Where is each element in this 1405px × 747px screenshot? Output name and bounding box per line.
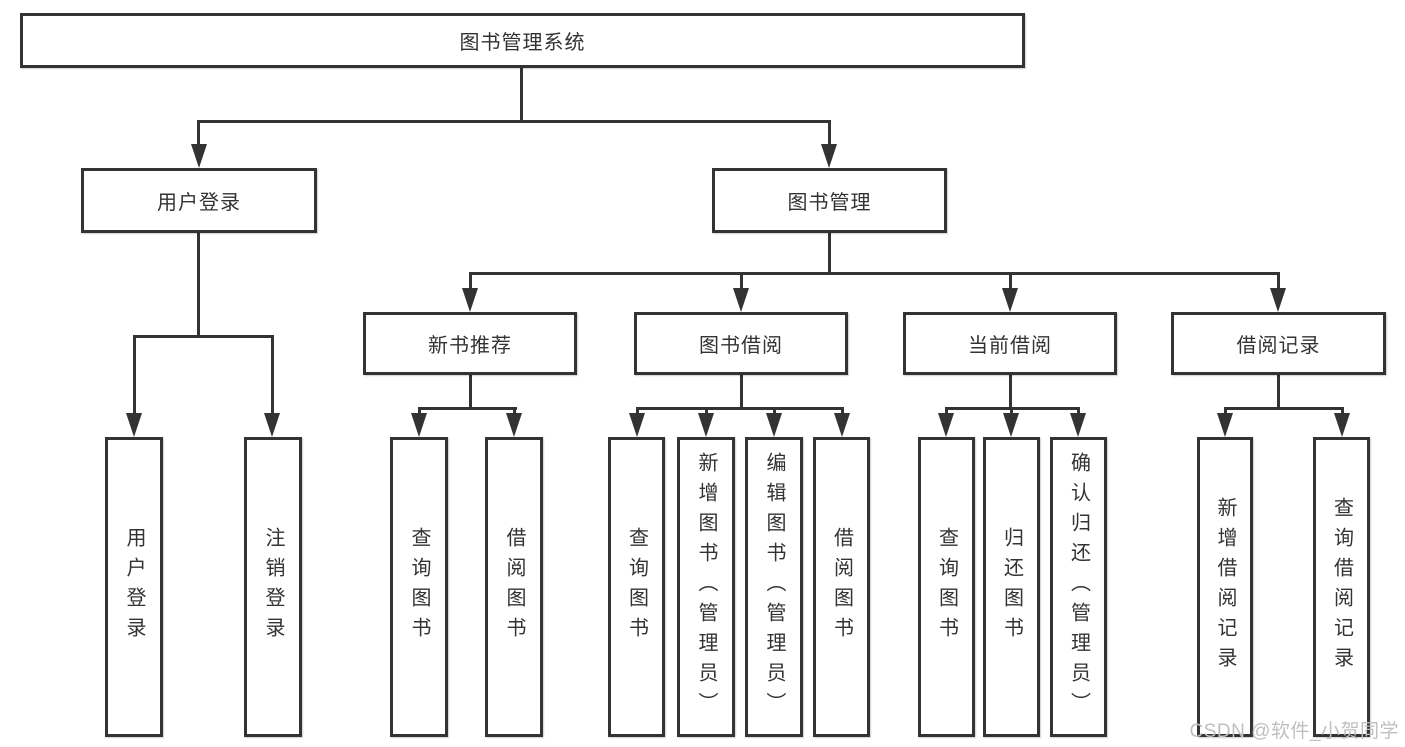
leaf-query-books-borrow: 查询图书 (608, 437, 665, 737)
connector-line (828, 233, 831, 275)
leaf-query-borrow-record: 查询借阅记录 (1313, 437, 1370, 737)
connector-line (271, 335, 274, 415)
leaf-borrow-books: 借阅图书 (813, 437, 870, 737)
connector-line (520, 68, 523, 122)
arrowhead-down-icon (126, 413, 142, 437)
arrowhead-down-icon (411, 413, 427, 437)
connector-line (513, 407, 516, 417)
connector-line (636, 407, 844, 410)
connector-line (133, 335, 274, 338)
leaf-add-borrow-record-label: 新增借阅记录 (1214, 497, 1236, 677)
arrowhead-down-icon (733, 288, 749, 312)
leaf-confirm-return-admin-label: 确认归还（管理员） (1067, 452, 1090, 722)
node-borrow-records: 借阅记录 (1171, 312, 1386, 375)
connector-line (418, 407, 421, 417)
leaf-borrow-books-recommend-label: 借阅图书 (503, 527, 525, 647)
connector-line (1077, 407, 1080, 417)
connector-line (1224, 407, 1227, 417)
leaf-borrow-books-recommend: 借阅图书 (485, 437, 543, 737)
node-root-label: 图书管理系统 (459, 32, 586, 54)
leaf-borrow-books-label: 借阅图书 (830, 527, 853, 647)
connector-line (740, 375, 743, 410)
node-new-book-recommend: 新书推荐 (363, 312, 577, 375)
connector-line (740, 272, 743, 292)
connector-line (469, 272, 472, 292)
node-user-login: 用户登录 (81, 168, 317, 233)
leaf-edit-books-admin: 编辑图书（管理员） (745, 437, 803, 737)
leaf-logout-label: 注销登录 (262, 527, 284, 647)
leaf-add-books-admin: 新增图书（管理员） (677, 437, 735, 737)
connector-line (469, 375, 472, 410)
connector-line (1277, 375, 1280, 410)
connector-line (133, 335, 136, 415)
node-book-management: 图书管理 (712, 168, 947, 233)
connector-line (197, 233, 200, 338)
arrowhead-down-icon (698, 413, 714, 437)
node-borrow-records-label: 借阅记录 (1236, 335, 1321, 357)
arrowhead-down-icon (264, 413, 280, 437)
leaf-query-books-borrow-label: 查询图书 (625, 527, 648, 647)
node-book-borrow-label: 图书借阅 (699, 335, 783, 357)
node-book-borrow: 图书借阅 (634, 312, 848, 375)
connector-line (418, 407, 517, 410)
leaf-user-login-label: 用户登录 (123, 527, 145, 647)
leaf-query-books-current-label: 查询图书 (935, 527, 958, 647)
leaf-query-books-recommend: 查询图书 (390, 437, 448, 737)
arrowhead-down-icon (191, 144, 207, 168)
watermark: CSDN @软件_小贺同学 (1189, 721, 1399, 742)
arrowhead-down-icon (1334, 413, 1350, 437)
arrowhead-down-icon (938, 413, 954, 437)
connector-line (198, 120, 831, 123)
arrowhead-down-icon (1270, 288, 1286, 312)
arrowhead-down-icon (629, 413, 645, 437)
connector-line (828, 120, 831, 148)
connector-line (841, 407, 844, 417)
node-book-management-label: 图书管理 (787, 192, 872, 214)
connector-line (1010, 407, 1013, 417)
arrowhead-down-icon (1070, 413, 1086, 437)
connector-line (945, 407, 948, 417)
arrowhead-down-icon (506, 413, 522, 437)
arrowhead-down-icon (766, 413, 782, 437)
node-root: 图书管理系统 (20, 13, 1025, 68)
connector-line (1224, 407, 1344, 410)
leaf-query-books-current: 查询图书 (918, 437, 975, 737)
connector-line (1009, 375, 1012, 410)
connector-line (1277, 272, 1280, 292)
leaf-edit-books-admin-label: 编辑图书（管理员） (763, 452, 785, 722)
connector-line (636, 407, 639, 417)
leaf-query-books-recommend-label: 查询图书 (408, 527, 430, 647)
arrowhead-down-icon (821, 144, 837, 168)
leaf-user-login: 用户登录 (105, 437, 163, 737)
arrowhead-down-icon (1003, 413, 1019, 437)
node-current-borrow: 当前借阅 (903, 312, 1117, 375)
connector-line (1341, 407, 1344, 417)
arrowhead-down-icon (462, 288, 478, 312)
connector-line (1009, 272, 1012, 292)
leaf-query-borrow-record-label: 查询借阅记录 (1330, 497, 1353, 677)
node-user-login-label: 用户登录 (157, 192, 241, 214)
leaf-add-books-admin-label: 新增图书（管理员） (695, 452, 717, 722)
leaf-return-books: 归还图书 (983, 437, 1040, 737)
connector-line (705, 407, 708, 417)
leaf-confirm-return-admin: 确认归还（管理员） (1050, 437, 1107, 737)
leaf-logout: 注销登录 (244, 437, 302, 737)
node-new-book-recommend-label: 新书推荐 (428, 335, 512, 357)
arrowhead-down-icon (1002, 288, 1018, 312)
arrowhead-down-icon (1217, 413, 1233, 437)
arrowhead-down-icon (834, 413, 850, 437)
connector-line (470, 272, 1280, 275)
connector-line (773, 407, 776, 417)
node-current-borrow-label: 当前借阅 (968, 335, 1052, 357)
leaf-add-borrow-record: 新增借阅记录 (1197, 437, 1253, 737)
connector-line (197, 120, 200, 148)
leaf-return-books-label: 归还图书 (1000, 527, 1023, 647)
